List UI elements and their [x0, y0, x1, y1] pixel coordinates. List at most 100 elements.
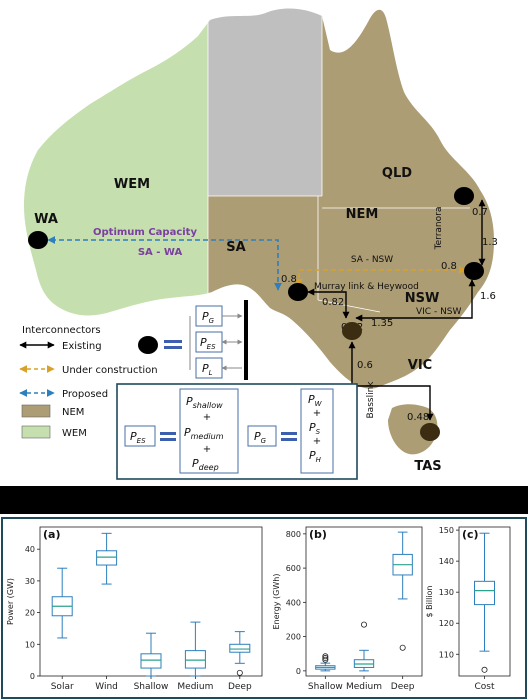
link-vic-tas — [348, 341, 434, 421]
y-tick-label: 20 — [25, 609, 35, 618]
cap-nsw-out: 1.6 — [480, 291, 496, 302]
box — [96, 550, 118, 566]
outlier-point — [322, 655, 329, 662]
label-wem: WEM — [114, 177, 150, 192]
node-nsw — [464, 262, 484, 280]
eq-generation-sum: PW + PS + PH — [300, 388, 334, 474]
eq-equals-2b — [281, 438, 297, 441]
eq-pg: PG — [247, 425, 277, 447]
link-sa-wa-proposed — [47, 236, 282, 291]
y-tick-label: 110 — [439, 650, 454, 659]
y-tick-label: 40 — [25, 545, 35, 554]
legend-proposed: Proposed — [62, 389, 108, 400]
y-tick-label: 800 — [286, 530, 301, 539]
legend-wem-swatch — [21, 425, 51, 439]
cap-sa-bot: 0.82 — [322, 297, 344, 308]
y-tick-label: 130 — [439, 588, 454, 597]
box — [229, 643, 251, 653]
box — [184, 650, 206, 669]
legend-equals-bottom — [164, 346, 182, 349]
panel-label: (c) — [462, 528, 479, 541]
y-tick-label: 10 — [25, 640, 35, 649]
sa-nsw-label: SA - NSW — [351, 255, 393, 265]
cap-vic-right: 1.35 — [371, 318, 393, 329]
svg-text:Pdeep: Pdeep — [192, 457, 219, 472]
cap-vic-bot: 0.6 — [357, 360, 373, 371]
box-pg: PG — [195, 305, 223, 327]
svg-text:Pmedium: Pmedium — [184, 426, 224, 441]
eq-equals-2a — [281, 432, 297, 435]
sa-wa-label: SA - WA — [138, 247, 183, 258]
legend-wem: WEM — [62, 428, 87, 439]
svg-text:+: + — [313, 408, 321, 419]
box-pl: PL — [195, 357, 223, 379]
node-qld — [454, 187, 474, 205]
x-tick-label: Shallow — [134, 682, 169, 692]
svg-text:PES: PES — [130, 430, 146, 445]
eq-pes: PES — [124, 425, 156, 447]
y-axis-label: $ Billion — [425, 586, 434, 618]
legend-nem-swatch — [21, 404, 51, 418]
svg-text:PG: PG — [254, 430, 267, 445]
link-nsw-vic — [355, 279, 476, 322]
legend-existing: Existing — [62, 341, 102, 352]
cap-sa-top: 0.8 — [281, 274, 297, 285]
y-tick-label: 0 — [30, 672, 35, 681]
legend-nem: NEM — [62, 407, 84, 418]
y-tick-label: 30 — [25, 577, 35, 586]
label-sa: SA — [226, 240, 245, 255]
cap-nsw-in: 0.8 — [441, 261, 457, 272]
outlier-point — [360, 621, 367, 628]
x-tick-label: Medium — [177, 682, 213, 692]
outlier-point — [399, 644, 406, 651]
charts-frame — [1, 517, 527, 699]
optimum-capacity-label: Optimum Capacity — [93, 227, 197, 238]
cap-qld-a: 0.7 — [472, 207, 488, 218]
svg-text:+: + — [313, 436, 321, 447]
legend-node-icon — [138, 336, 158, 354]
nt-region — [208, 8, 322, 196]
box — [140, 653, 162, 669]
label-nsw: NSW — [405, 291, 440, 306]
outlier-point — [322, 656, 329, 663]
x-tick-label: Wind — [95, 682, 118, 692]
x-tick-label: Shallow — [308, 682, 343, 692]
x-tick-label: Cost — [474, 682, 494, 692]
svg-text:+: + — [203, 444, 211, 455]
y-tick-label: 120 — [439, 619, 454, 628]
legend-construction: Under construction — [62, 365, 158, 376]
cap-qld-b: 1.3 — [482, 237, 498, 248]
vic-nsw-label: VIC - NSW — [416, 307, 462, 317]
box — [474, 580, 495, 606]
y-tick-label: 140 — [439, 557, 454, 566]
x-tick-label: Solar — [51, 682, 74, 692]
node-tas — [420, 423, 440, 441]
link-sa-vic — [307, 288, 350, 319]
node-wa — [28, 231, 48, 249]
x-tick-label: Deep — [228, 682, 252, 692]
y-axis-label: Energy (GWh) — [272, 574, 281, 630]
y-tick-label: 0 — [296, 667, 301, 676]
y-tick-label: 400 — [286, 598, 301, 607]
label-qld: QLD — [382, 166, 412, 181]
label-nem: NEM — [346, 207, 379, 222]
label-vic: VIC — [408, 358, 432, 373]
link-sa-nsw-construction — [295, 266, 467, 287]
svg-text:PH: PH — [309, 449, 322, 464]
svg-text:PES: PES — [200, 336, 216, 351]
svg-text:Pshallow: Pshallow — [186, 395, 223, 410]
panel-label: (b) — [309, 528, 327, 541]
y-tick-label: 200 — [286, 633, 301, 642]
svg-text:PL: PL — [202, 362, 213, 377]
svg-text:+: + — [203, 412, 211, 423]
x-tick-label: Medium — [346, 682, 382, 692]
cap-tas: 0.48 — [407, 412, 429, 423]
state-borders — [207, 8, 470, 320]
basslink-label: Basslink — [366, 381, 376, 419]
x-tick-label: Deep — [391, 682, 415, 692]
legend-title: Interconnectors — [22, 325, 101, 336]
y-tick-label: 150 — [439, 526, 454, 535]
murray-label: Murray link & Heywood — [314, 282, 419, 292]
